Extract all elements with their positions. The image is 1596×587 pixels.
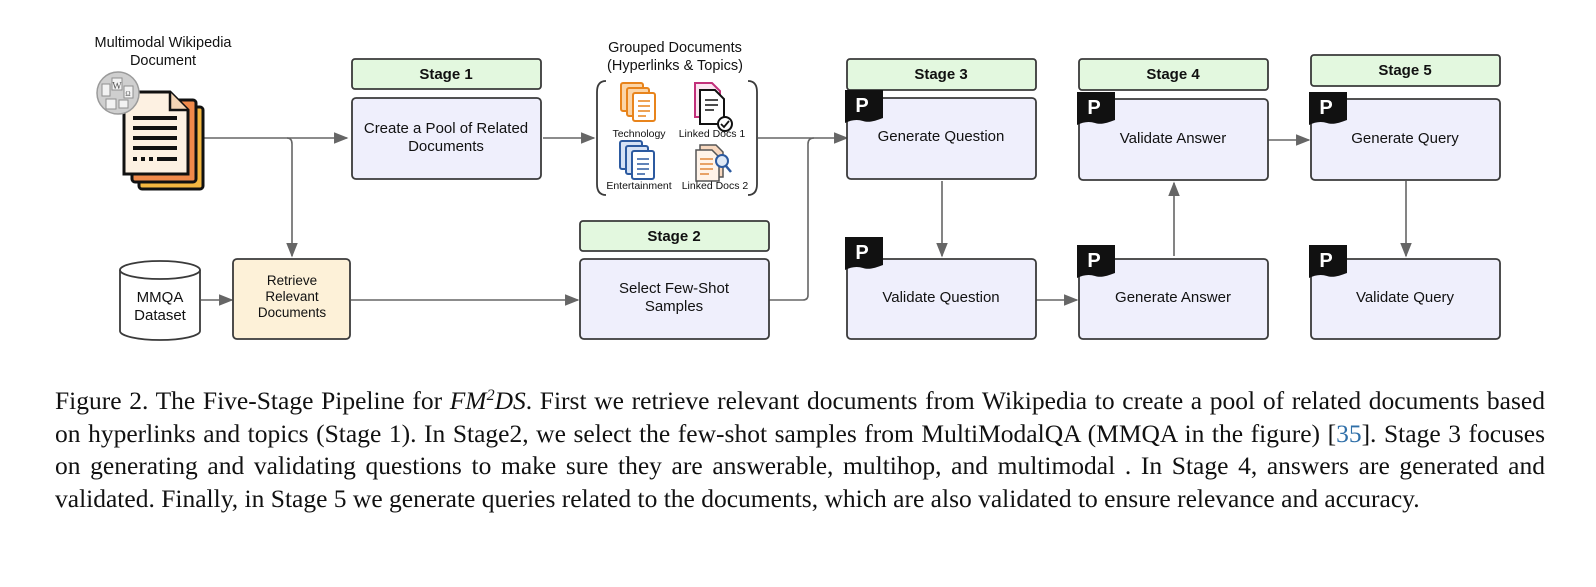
stage-4-label: Stage 4 bbox=[1146, 66, 1200, 83]
caption-citation-link[interactable]: 35 bbox=[1336, 418, 1362, 448]
prompt-flag-icon bbox=[845, 237, 883, 270]
dataset-label-line1: MMQA bbox=[137, 289, 184, 306]
validate-query-box bbox=[1310, 258, 1501, 340]
validate-answer-label: Validate Answer bbox=[1120, 130, 1226, 147]
stage-5: Stage 5 Generate Query Validate Query bbox=[1309, 54, 1501, 340]
connectors bbox=[200, 132, 1412, 306]
source-label-line2: Document bbox=[130, 53, 196, 69]
retrieve-label-line1: Retrieve bbox=[267, 273, 317, 288]
caption-text-1: . First we retrieve relevant documents f… bbox=[55, 386, 1545, 448]
stage-1-task-line1: Create a Pool of Related bbox=[364, 120, 528, 137]
stage-3-label: Stage 3 bbox=[914, 66, 967, 83]
prompt-flag-icon bbox=[1077, 92, 1115, 125]
dataset-label-line2: Dataset bbox=[134, 307, 187, 324]
stage-2-task-line1: Select Few-Shot bbox=[619, 280, 730, 297]
stage-1-label: Stage 1 bbox=[419, 66, 472, 83]
generate-answer-label: Generate Answer bbox=[1115, 289, 1231, 306]
validate-question-label: Validate Question bbox=[882, 289, 999, 306]
stage-1: Stage 1 Create a Pool of Related Documen… bbox=[351, 58, 542, 180]
caption-name: FM2DS bbox=[449, 386, 526, 415]
stage-2: Stage 2 Select Few-Shot Samples bbox=[579, 220, 770, 340]
generate-question-box bbox=[846, 97, 1037, 180]
stage-5-label: Stage 5 bbox=[1378, 62, 1431, 79]
grouped-title-line2: (Hyperlinks & Topics) bbox=[607, 58, 743, 74]
caption-prefix: Figure 2. The Five-Stage Pipeline for bbox=[55, 386, 450, 415]
source-document: Multimodal Wikipedia Document W Ω bbox=[95, 35, 233, 191]
retrieve-label-line3: Documents bbox=[258, 305, 327, 320]
document-stack-icon bbox=[122, 90, 205, 191]
linked-docs-1-icon bbox=[694, 82, 733, 132]
stage-4: Stage 4 Validate Answer Generate Answer bbox=[1077, 58, 1269, 340]
grouped-right-bracket bbox=[747, 80, 758, 196]
pipeline-diagram: P Multimodal Wikipedia Document bbox=[95, 35, 1501, 341]
prompt-flag-icon bbox=[1309, 92, 1347, 125]
validate-query-label: Validate Query bbox=[1356, 289, 1455, 306]
prompt-flag-icon bbox=[1077, 245, 1115, 278]
prompt-flag-icon bbox=[845, 90, 883, 123]
stage-2-label: Stage 2 bbox=[647, 228, 700, 245]
linked-docs-2-label: Linked Docs 2 bbox=[682, 180, 749, 192]
arrow-doc-to-retrieve bbox=[286, 137, 298, 258]
retrieve-documents-box: Retrieve Relevant Documents bbox=[232, 258, 351, 340]
svg-text:W: W bbox=[112, 81, 122, 92]
mmqa-dataset: MMQA Dataset bbox=[119, 260, 201, 341]
generate-query-box bbox=[1310, 98, 1501, 181]
grouped-documents: Grouped Documents (Hyperlinks & Topics) … bbox=[596, 40, 758, 196]
caption-text-2: ]. Stage 3 focuses on generating and val… bbox=[55, 418, 1545, 513]
stage-2-header bbox=[579, 220, 770, 252]
linked-docs-2-icon bbox=[695, 144, 732, 182]
source-label-line1: Multimodal Wikipedia bbox=[95, 35, 233, 51]
stage-1-task-box bbox=[351, 97, 542, 180]
svg-text:Ω: Ω bbox=[125, 90, 130, 98]
arrow-stage2-to-stage3 bbox=[769, 137, 815, 301]
wikipedia-globe-icon: W Ω bbox=[96, 71, 140, 115]
validate-answer-box bbox=[1078, 98, 1269, 181]
stage-3: Stage 3 Generate Question Validate Quest… bbox=[845, 58, 1037, 340]
grouped-left-bracket bbox=[596, 80, 607, 196]
generate-question-label: Generate Question bbox=[878, 128, 1005, 145]
technology-docs-icon bbox=[620, 82, 656, 122]
validate-question-box bbox=[846, 258, 1037, 340]
stage-5-header bbox=[1310, 54, 1501, 87]
generate-query-label: Generate Query bbox=[1351, 130, 1459, 147]
stage-4-header bbox=[1078, 58, 1269, 91]
stage-2-task-box bbox=[579, 258, 770, 340]
entertainment-label: Entertainment bbox=[606, 180, 671, 192]
technology-label: Technology bbox=[612, 128, 666, 140]
entertainment-docs-icon bbox=[619, 140, 655, 180]
figure-caption: Figure 2. The Five-Stage Pipeline for FM… bbox=[55, 385, 1545, 515]
linked-docs-1-label: Linked Docs 1 bbox=[679, 128, 746, 140]
stage-3-header bbox=[846, 58, 1037, 91]
stage-1-task-line2: Documents bbox=[408, 138, 484, 155]
retrieve-label-line2: Relevant bbox=[265, 289, 319, 304]
stage-1-header bbox=[351, 58, 542, 90]
grouped-title-line1: Grouped Documents bbox=[608, 40, 742, 56]
generate-answer-box bbox=[1078, 258, 1269, 340]
prompt-flag-icon bbox=[1309, 245, 1347, 278]
stage-2-task-line2: Samples bbox=[645, 298, 703, 315]
